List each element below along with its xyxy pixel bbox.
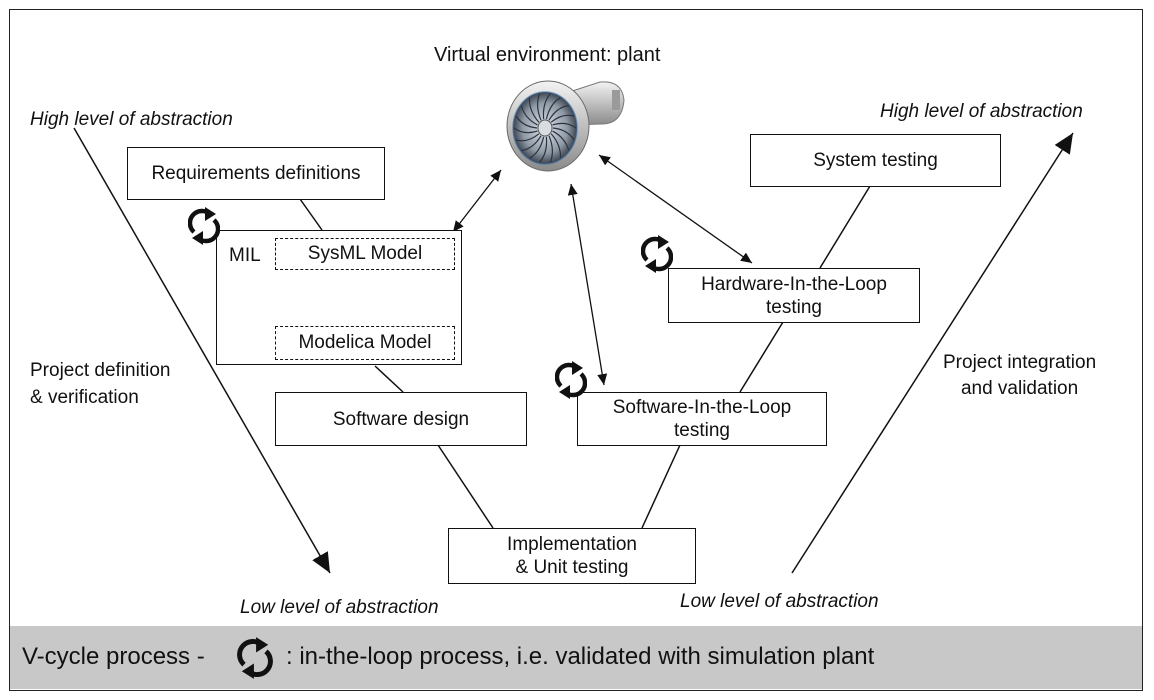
- v-cycle-lines: [299, 185, 871, 529]
- integrate-arrow: [791, 132, 1074, 574]
- plant-title: Virtual environment: plant: [434, 44, 661, 66]
- loop-arrows-icon: [555, 361, 587, 399]
- define-arrow: [73, 127, 331, 574]
- phase-right-line1: Project integration: [943, 352, 1097, 373]
- hil-line1: Hardware-In-the-Loop: [701, 273, 887, 295]
- system-testing-box: System testing: [750, 134, 1001, 187]
- fan-blade: [548, 104, 569, 121]
- phase-left: Project definition & verification: [30, 359, 170, 409]
- loop-arrows-icon: [641, 235, 673, 273]
- system-testing-label: System testing: [813, 150, 938, 171]
- sysml-model-box: SysML Model: [275, 238, 455, 270]
- sil-line1: Software-In-the-Loop: [612, 397, 792, 418]
- fan-blade: [537, 93, 542, 121]
- legend-bar: V-cycle process - : in-the-loop process,…: [10, 626, 1142, 689]
- turbofan-engine-image: [506, 80, 625, 172]
- fan-blade: [552, 122, 577, 129]
- implementation-box: Implementation & Unit testing: [448, 528, 696, 584]
- implementation-line2: & Unit testing: [515, 557, 629, 578]
- fan-blade: [515, 115, 538, 129]
- sysml-model-label: SysML Model: [307, 243, 423, 264]
- modelica-model-box: Modelica Model: [275, 326, 455, 360]
- plant-links: [452, 154, 753, 386]
- fan-blade: [550, 114, 575, 123]
- requirements-label: Requirements definitions: [151, 163, 361, 184]
- fan-blade: [552, 130, 570, 151]
- fan-blade: [515, 133, 540, 142]
- implementation-line1: Implementation: [507, 534, 637, 555]
- sil-box: Software-In-the-Loop testing: [577, 392, 827, 446]
- plant-mil-link: [452, 169, 502, 233]
- loop-arrows-icon: [237, 637, 273, 679]
- loop-arrows-icon: [188, 207, 220, 245]
- fan-blade: [520, 105, 538, 126]
- fan-blade: [529, 136, 545, 159]
- software-design-label: Software design: [332, 408, 470, 430]
- plant-sil-link: [567, 183, 608, 386]
- phase-left-line1: Project definition: [30, 360, 171, 381]
- sil-line2: testing: [674, 420, 730, 441]
- fan-blade: [552, 127, 575, 141]
- plant-hil-link: [598, 154, 753, 264]
- phase-right-line2: and validation: [960, 378, 1079, 399]
- fan-blade: [528, 97, 540, 123]
- fan-blade: [521, 135, 542, 152]
- low-abstraction-right: Low level of abstraction: [680, 591, 879, 612]
- legend-suffix: : in-the-loop process, i.e. validated wi…: [286, 643, 875, 670]
- fan-blade: [542, 93, 551, 120]
- hil-line2: testing: [766, 296, 822, 318]
- low-abstraction-left: Low level of abstraction: [240, 597, 439, 618]
- modelica-model-label: Modelica Model: [298, 332, 432, 353]
- phase-left-line2: & verification: [30, 387, 139, 408]
- mil-label: MIL: [229, 245, 261, 266]
- legend-prefix: V-cycle process -: [22, 643, 205, 670]
- fan-blade: [548, 135, 553, 163]
- phase-right: Project integration and validation: [943, 351, 1096, 400]
- hil-box: Hardware-In-the-Loop testing: [668, 268, 920, 323]
- fan-blade: [545, 97, 561, 120]
- high-abstraction-left: High level of abstraction: [30, 109, 233, 130]
- software-design-box: Software design: [275, 392, 527, 446]
- fan-blade: [539, 136, 548, 163]
- requirements-box: Requirements definitions: [127, 147, 385, 200]
- diagram-frame: [9, 9, 1143, 691]
- fan-blade: [513, 127, 538, 134]
- high-abstraction-right: High level of abstraction: [880, 101, 1083, 122]
- fan-blade: [550, 133, 562, 159]
